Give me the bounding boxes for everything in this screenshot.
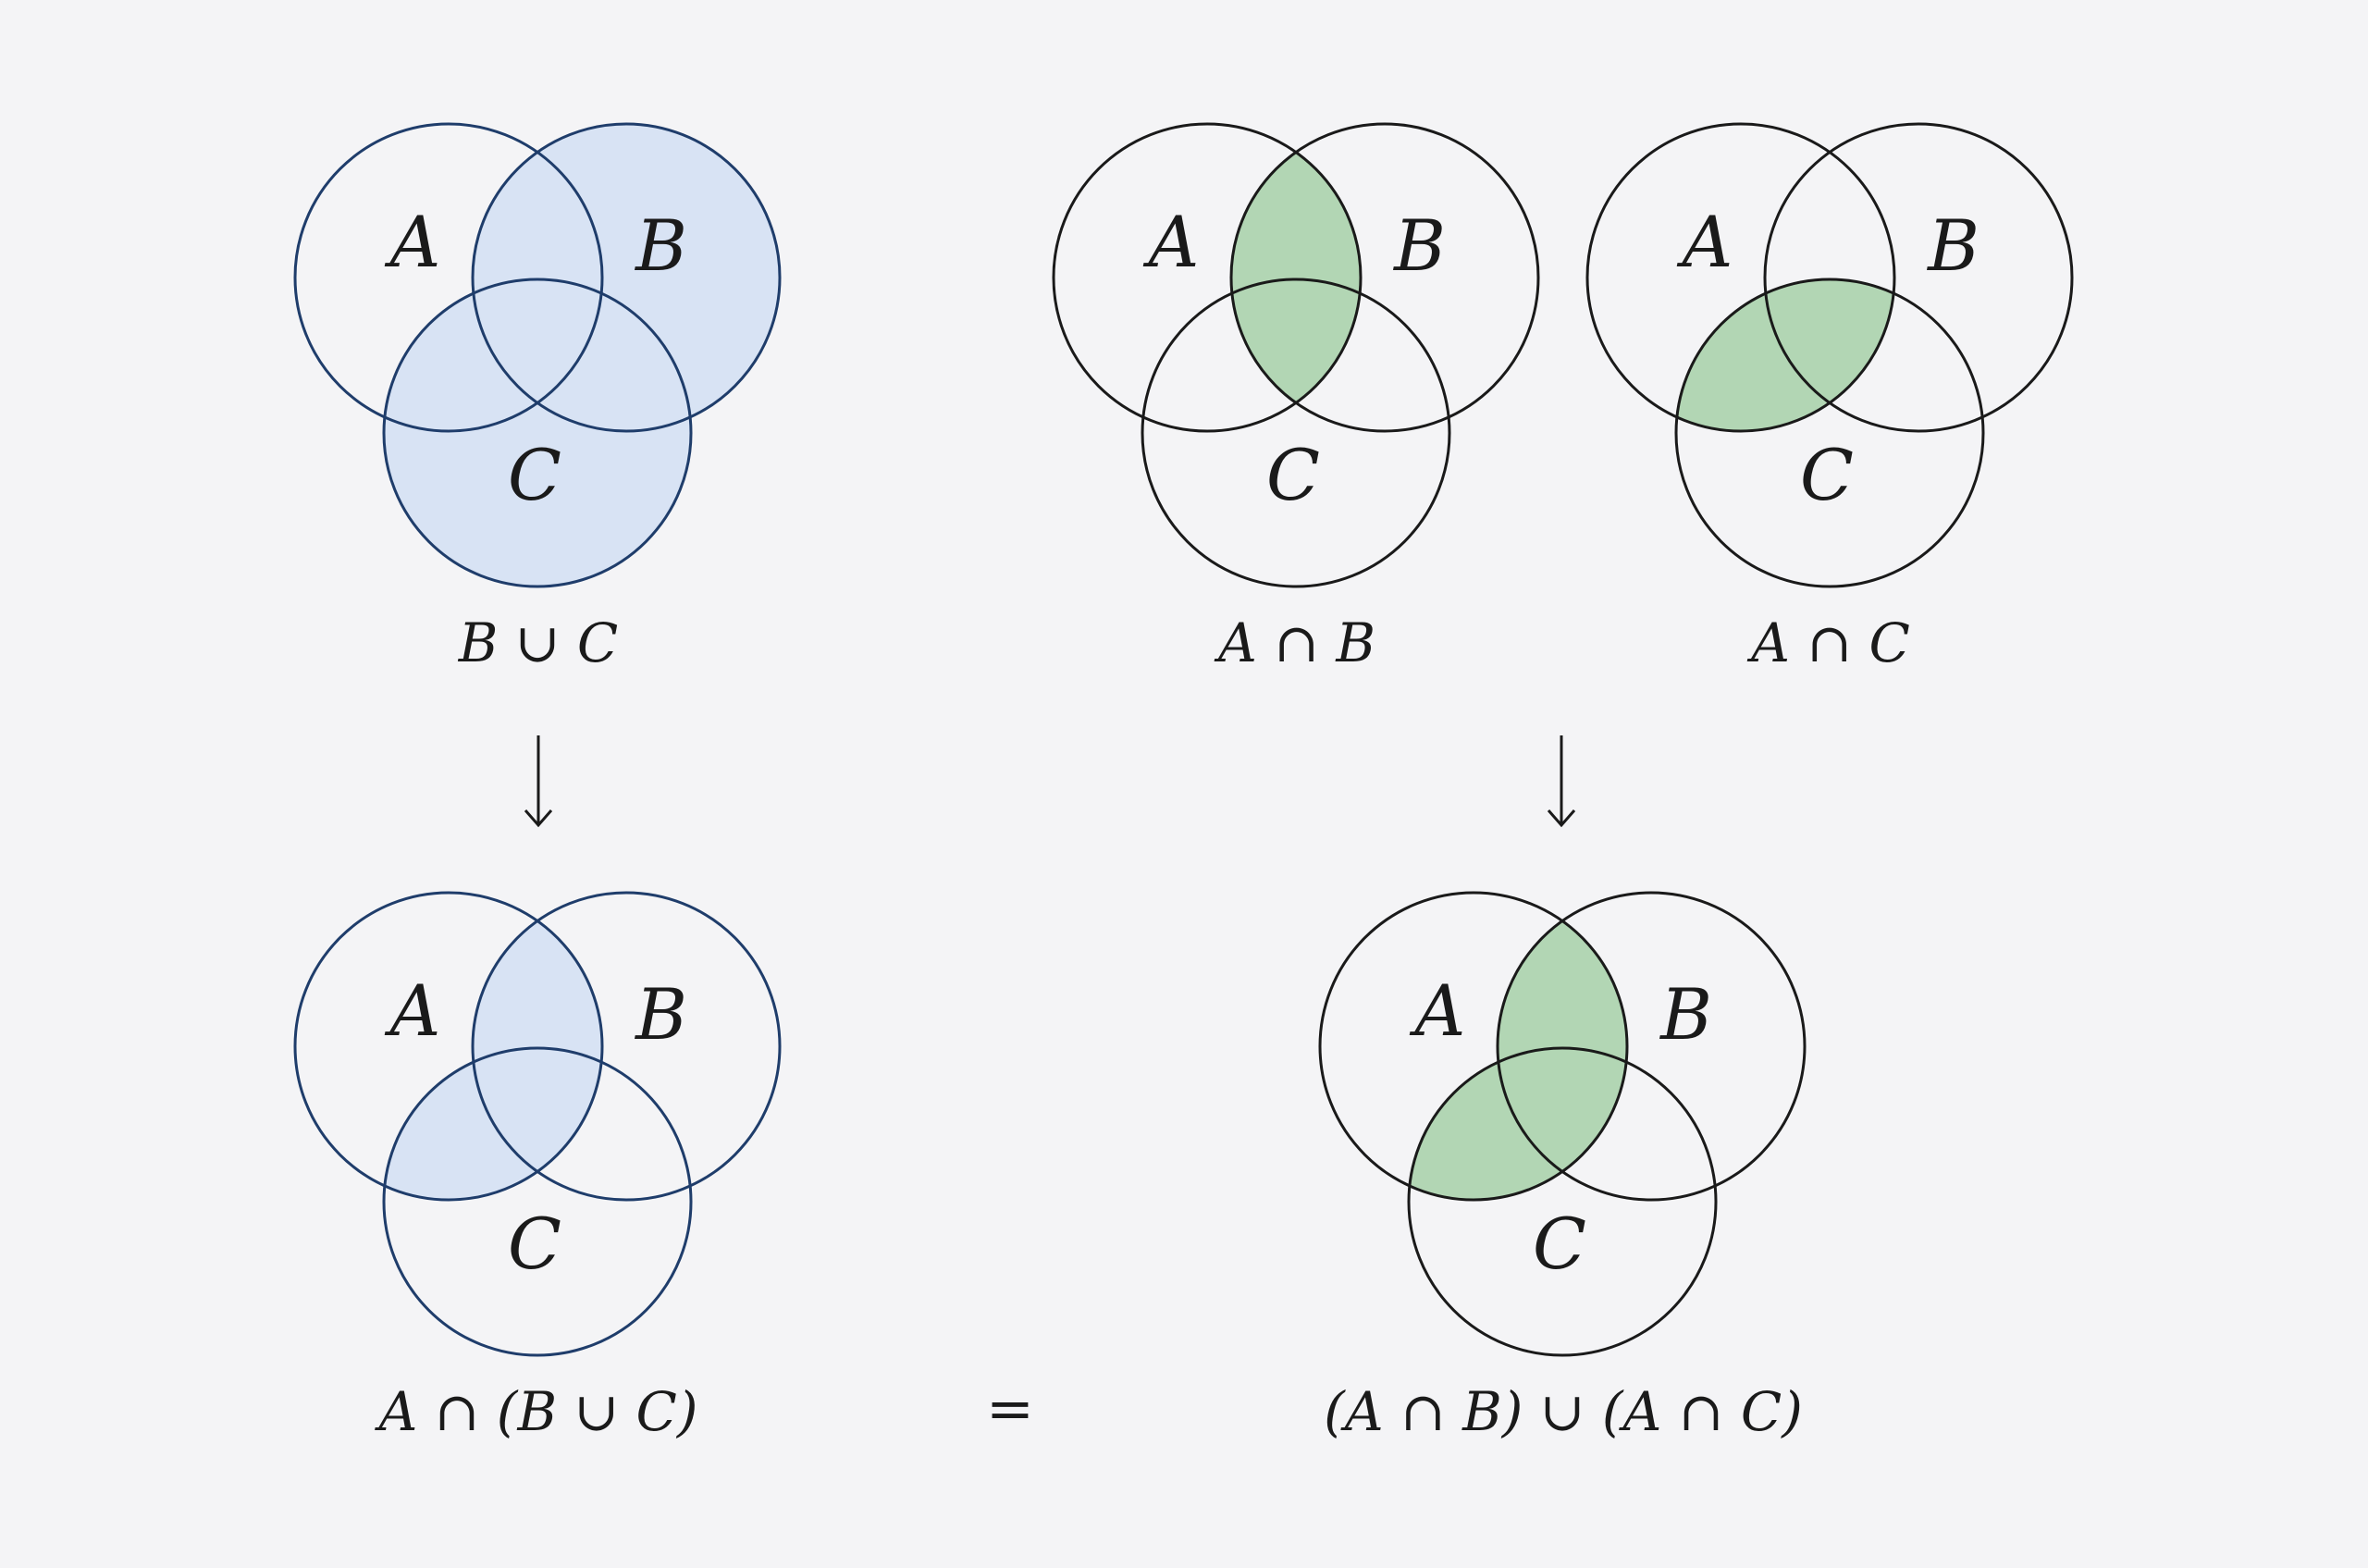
shaded-region-A-C [1676, 279, 1894, 431]
circle-C [1141, 278, 1451, 588]
circle-B [471, 122, 782, 433]
set-label-B: B [1926, 204, 1980, 287]
diagrams-layer: A B C B ∪ C A B C A ∩ B A B C A ∩ C A B C A ∩ (B ∪ C) A B… [293, 122, 2074, 1443]
circle-A [293, 891, 604, 1202]
venn-diagram-a-intersect-b: A B C A ∩ B [1052, 122, 1540, 674]
set-label-B: B [1659, 973, 1712, 1056]
circle-B [471, 891, 782, 1202]
caption-a-intersect-b: A ∩ B [1214, 611, 1375, 674]
circle-C [382, 1046, 693, 1357]
caption-ab-union-ac: (A ∩ B) ∪ (A ∩ C) [1324, 1380, 1803, 1443]
circle-A [1052, 122, 1363, 433]
set-label-C: C [1800, 434, 1854, 516]
set-label-B: B [1392, 204, 1446, 287]
circle-C [1407, 1046, 1718, 1357]
set-label-B: B [634, 973, 687, 1056]
set-label-C: C [1533, 1203, 1586, 1285]
venn-diagram-b-union-c: A B C B ∪ C [293, 122, 782, 674]
set-label-A: A [1143, 201, 1200, 283]
set-label-A: A [385, 201, 441, 283]
set-label-A: A [1677, 201, 1733, 283]
right-arrow [1547, 735, 1576, 828]
caption-a-intersect-b-union-c: A ∩ (B ∪ C) [374, 1380, 697, 1443]
circle-C [1674, 278, 1985, 588]
shaded-region-A-C [1409, 1048, 1627, 1200]
circle-B [1496, 891, 1807, 1202]
venn-diagram-ab-union-ac: A B C (A ∩ B) ∪ (A ∩ C) [1318, 891, 1807, 1443]
shaded-region-A-B [1231, 124, 1361, 431]
circle-A [1585, 122, 1896, 433]
equals-sign: = [986, 1375, 1034, 1442]
circle-B [1229, 122, 1540, 433]
circle-C [382, 278, 693, 588]
left-arrow [524, 735, 553, 828]
set-label-B: B [634, 204, 687, 287]
venn-diagram-a-intersect-b-union-c: A B C A ∩ (B ∪ C) [293, 891, 782, 1443]
shaded-region-A-C [384, 1048, 602, 1200]
caption-a-intersect-c: A ∩ C [1746, 611, 1910, 674]
circle-A [293, 122, 604, 433]
set-label-C: C [508, 434, 561, 516]
circle-B [1763, 122, 2074, 433]
set-label-A: A [385, 969, 441, 1052]
venn-diagram-a-intersect-c: A B C A ∩ C [1585, 122, 2074, 674]
set-label-C: C [1266, 434, 1320, 516]
circle-A [1318, 891, 1629, 1202]
caption-b-union-c: B ∪ C [458, 611, 618, 674]
shaded-region-C [384, 279, 691, 586]
set-label-A: A [1410, 969, 1466, 1052]
set-label-C: C [508, 1203, 561, 1285]
